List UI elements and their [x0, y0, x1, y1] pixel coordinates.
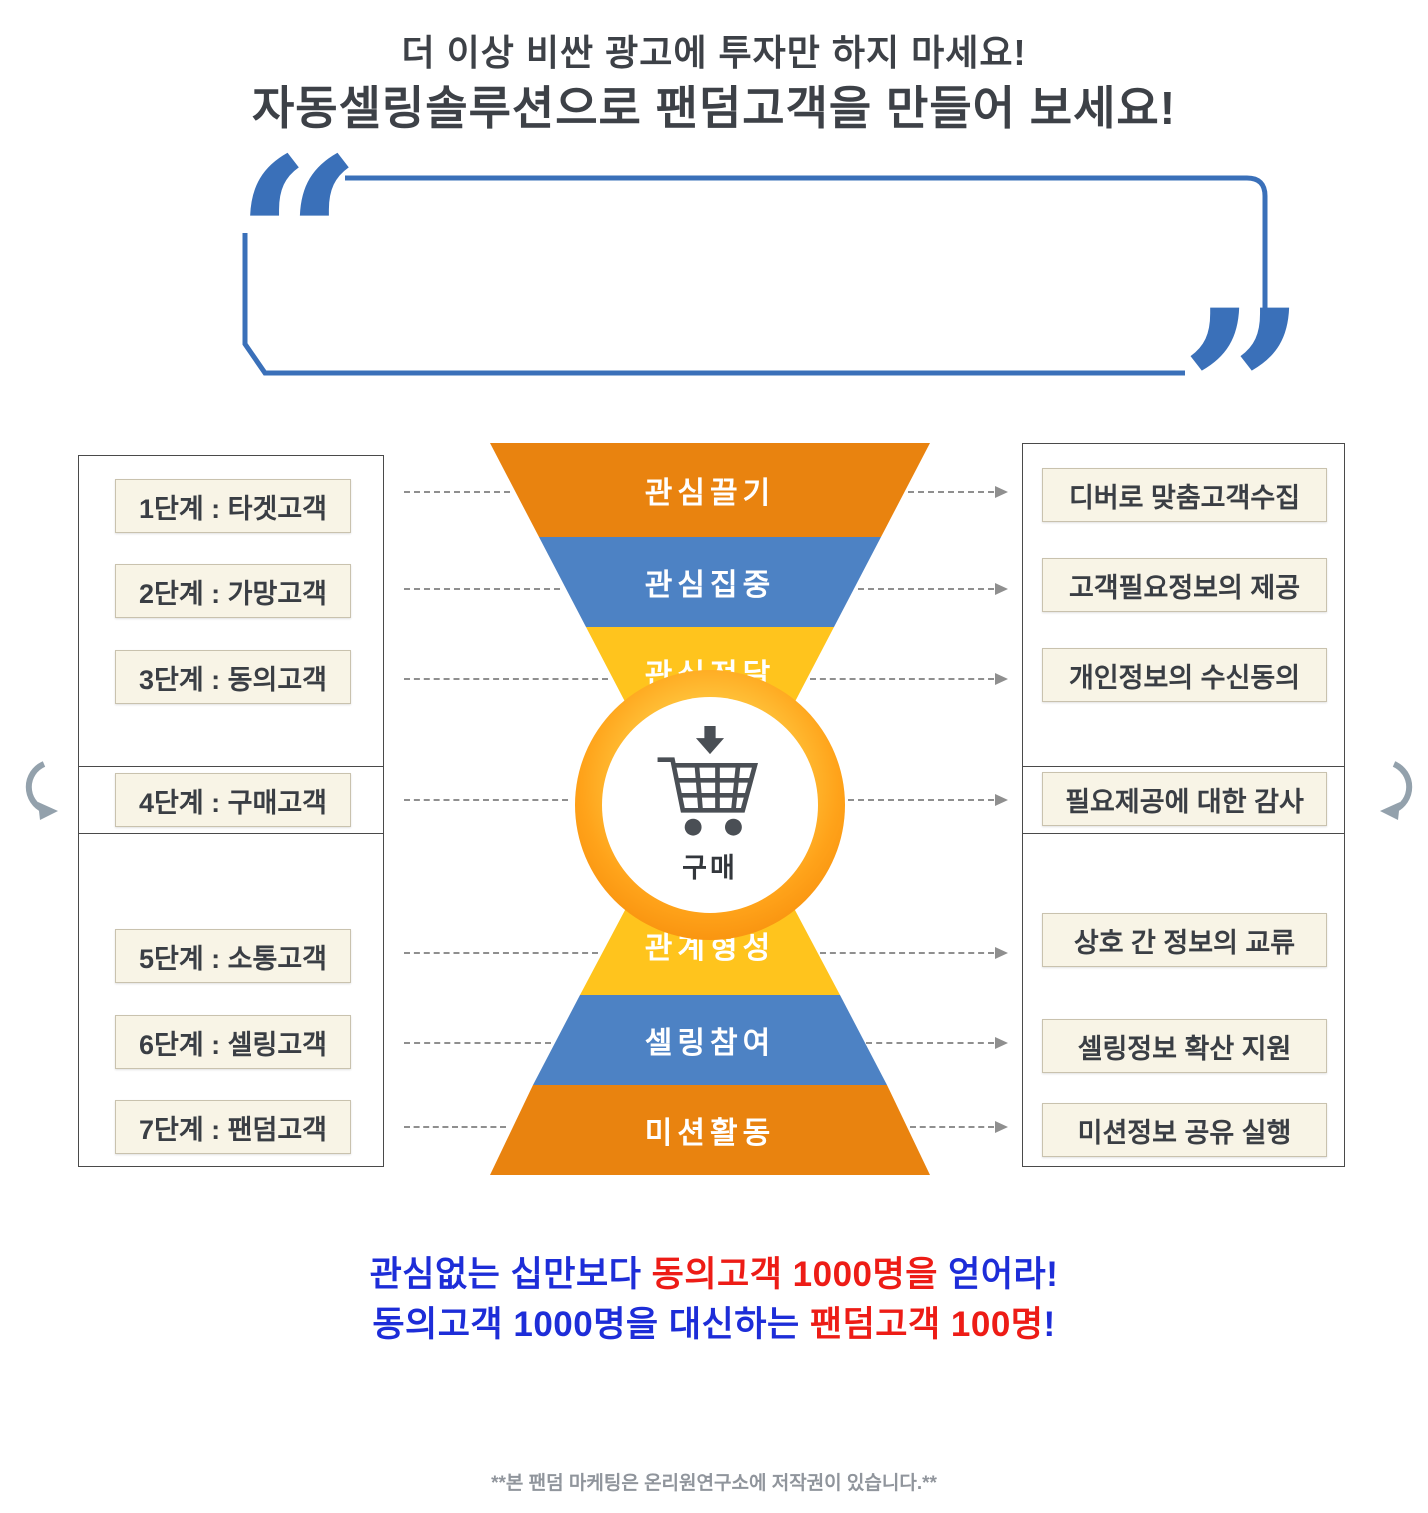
- stage-item-3: 3단계 : 동의고객: [115, 650, 351, 704]
- arrow-right-icon: [995, 794, 1008, 806]
- panel-divider: [1023, 833, 1344, 834]
- purchase-circle-inner: 구매: [602, 697, 818, 913]
- funnel-band-label: 셀링참여: [644, 1027, 776, 1060]
- stage-item-4: 4단계 : 구매고객: [115, 773, 351, 827]
- action-item-4: 필요제공에 대한 감사: [1042, 772, 1327, 826]
- stage-item-7: 7단계 : 팬덤고객: [115, 1100, 351, 1154]
- arrow-right-icon: [995, 1121, 1008, 1133]
- panel-divider: [79, 766, 383, 767]
- funnel-band-focus: 관심집중: [539, 537, 881, 627]
- connector-right-5: [820, 947, 1008, 959]
- stage-item-1: 1단계 : 타겟고객: [115, 479, 351, 533]
- connector-right-7: [910, 1121, 1008, 1133]
- funnel-band-label: 관심집중: [644, 569, 776, 602]
- quote-speech-bubble: “ ”: [235, 148, 1307, 488]
- headline-line2: 자동셀링솔루션으로 팬덤고객을 만들어 보세요!: [251, 82, 1177, 134]
- connector-right-6: [866, 1037, 1008, 1049]
- funnel-band-mission: 미션활동: [490, 1085, 930, 1175]
- curved-arrow-left-icon: [25, 761, 58, 820]
- stage-list-panel: 1단계 : 타겟고객 2단계 : 가망고객 3단계 : 동의고객 4단계 : 구…: [78, 455, 384, 1167]
- action-item-1: 디버로 맞춤고객수집: [1042, 468, 1327, 522]
- panel-divider: [79, 833, 383, 834]
- arrow-right-icon: [995, 1037, 1008, 1049]
- connector-left-6: [404, 1042, 551, 1044]
- shopping-cart-icon: [657, 725, 759, 836]
- slogan-line1: 관심없는 십만보다 동의고객 1000명을 얻어라!: [369, 1255, 1059, 1294]
- arrow-right-icon: [995, 673, 1008, 685]
- action-item-7: 미션정보 공유 실행: [1042, 1103, 1327, 1157]
- curved-arrow-right-icon: [1380, 761, 1413, 820]
- action-item-2: 고객필요정보의 제공: [1042, 558, 1327, 612]
- funnel-band-label: 관심끌기: [644, 477, 776, 510]
- slogan-line2: 동의고객 1000명을 대신하는 팬덤고객 100명!: [372, 1305, 1056, 1344]
- panel-divider: [1023, 766, 1344, 767]
- copyright-note: **본 팬덤 마케팅은 온리원연구소에 저작권이 있습니다.**: [491, 1473, 937, 1494]
- connector-left-1: [404, 491, 510, 493]
- action-item-6: 셀링정보 확산 지원: [1042, 1019, 1327, 1073]
- arrow-right-icon: [995, 486, 1008, 498]
- action-item-3: 개인정보의 수신동의: [1042, 648, 1327, 702]
- connector-left-4: [404, 799, 568, 801]
- funnel-band-selling: 셀링참여: [533, 995, 887, 1085]
- connector-right-3: [810, 673, 1008, 685]
- headline-line1: 더 이상 비싼 광고에 투자만 하지 마세요!: [401, 32, 1027, 73]
- stage-item-5: 5단계 : 소통고객: [115, 929, 351, 983]
- connector-right-2: [858, 583, 1008, 595]
- action-item-5: 상호 간 정보의 교류: [1042, 913, 1327, 967]
- connector-right-4: [848, 794, 1008, 806]
- purchase-circle: 구매: [575, 670, 845, 940]
- funnel-band-attract: 관심끌기: [490, 443, 930, 537]
- connector-left-2: [404, 588, 560, 590]
- funnel-diagram: 관심끌기 관심집중 관심전달 관계형성 셀링참여 미션활동: [490, 443, 930, 1175]
- quote-open-icon: “: [235, 148, 362, 368]
- stage-item-2: 2단계 : 가망고객: [115, 564, 351, 618]
- arrow-right-icon: [995, 947, 1008, 959]
- connector-left-7: [404, 1126, 506, 1128]
- purchase-label: 구매: [682, 852, 738, 883]
- quote-frame-left-bottom-border: [242, 233, 1185, 376]
- connector-left-5: [404, 952, 598, 954]
- action-list-panel: 디버로 맞춤고객수집 고객필요정보의 제공 개인정보의 수신동의 필요제공에 대…: [1022, 443, 1345, 1167]
- connector-left-3: [404, 678, 608, 680]
- funnel-band-label: 미션활동: [644, 1117, 776, 1150]
- arrow-right-icon: [995, 583, 1008, 595]
- quote-frame-top-right-border: [345, 175, 1268, 308]
- stage-item-6: 6단계 : 셀링고객: [115, 1015, 351, 1069]
- connector-right-1: [908, 486, 1008, 498]
